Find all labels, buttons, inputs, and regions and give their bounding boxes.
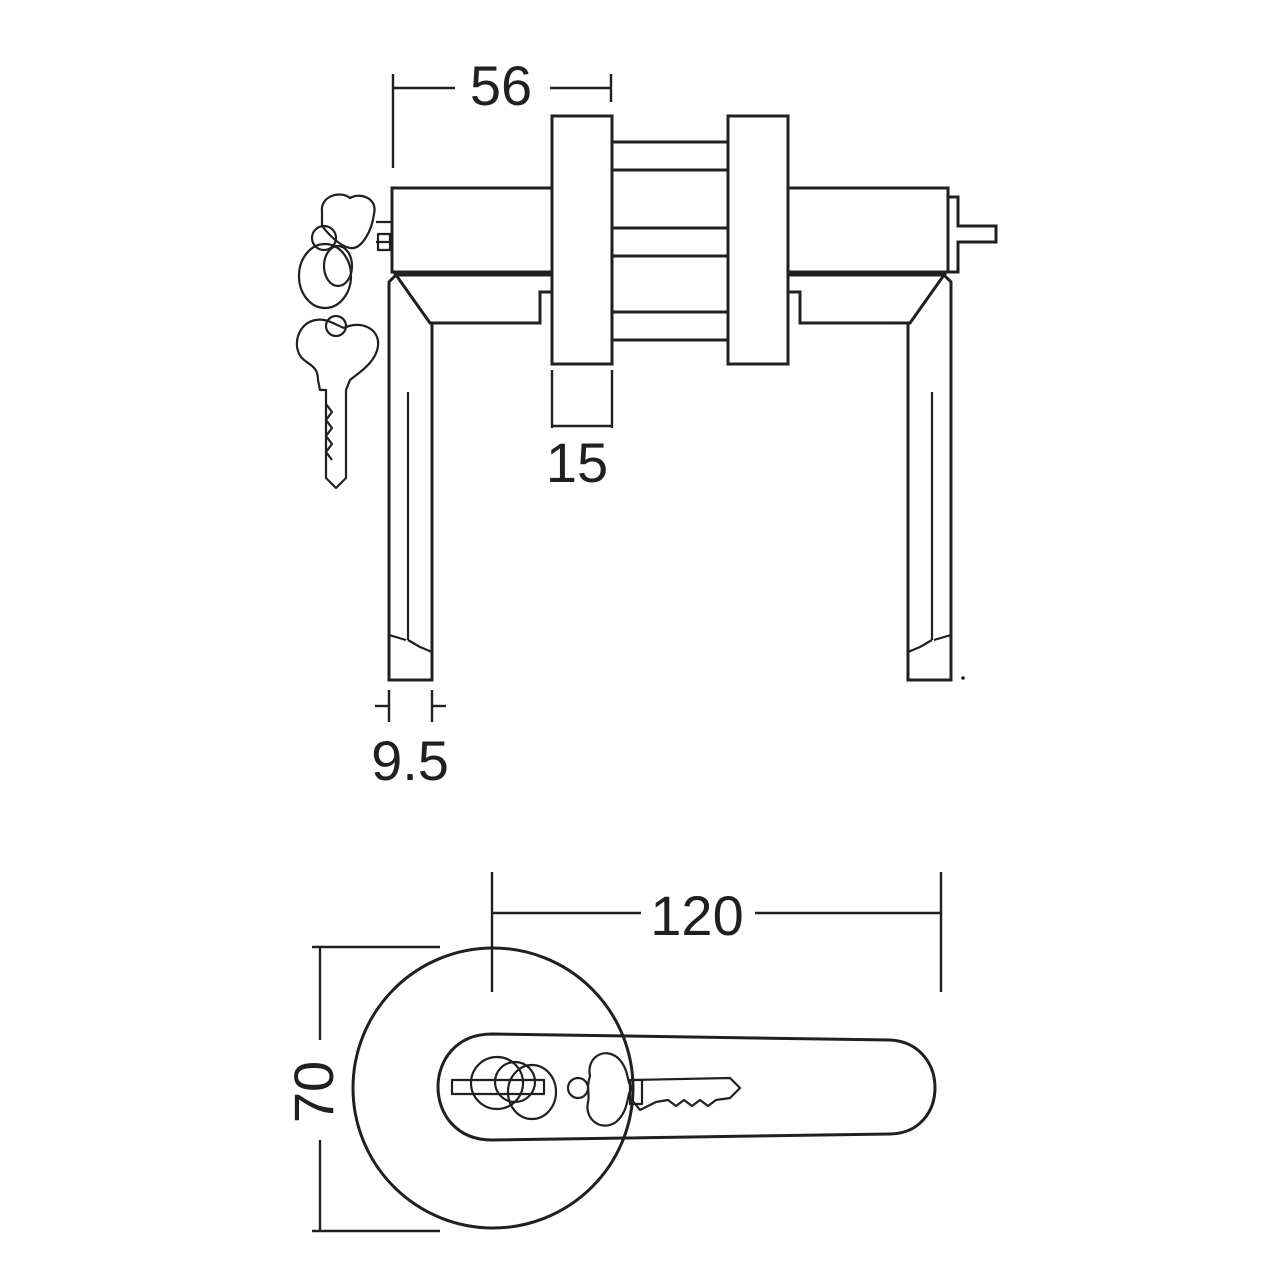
side-elevation-view bbox=[295, 114, 998, 682]
dimension-56: 56 bbox=[391, 54, 613, 168]
key-in-cylinder-icon bbox=[450, 1052, 742, 1127]
dimension-15: 15 bbox=[546, 370, 614, 494]
dimension-15-label: 15 bbox=[546, 431, 608, 494]
dimension-120-label: 120 bbox=[650, 884, 743, 947]
front-view bbox=[351, 946, 937, 1230]
dimension-70: 70 bbox=[282, 945, 440, 1233]
left-lever bbox=[387, 186, 554, 682]
hanging-keys-icon bbox=[295, 193, 392, 490]
latch-body bbox=[610, 140, 730, 342]
dimension-9-5-label: 9.5 bbox=[371, 729, 449, 792]
dimension-56-label: 56 bbox=[470, 54, 532, 117]
dot-mark bbox=[961, 676, 965, 680]
left-rose bbox=[550, 114, 614, 366]
dimension-9-5: 9.5 bbox=[371, 690, 449, 792]
lever-handle bbox=[436, 1032, 937, 1142]
right-rose bbox=[726, 114, 790, 366]
dimension-70-label: 70 bbox=[282, 1061, 345, 1123]
dimension-120: 120 bbox=[490, 872, 943, 992]
right-lever bbox=[786, 186, 998, 682]
